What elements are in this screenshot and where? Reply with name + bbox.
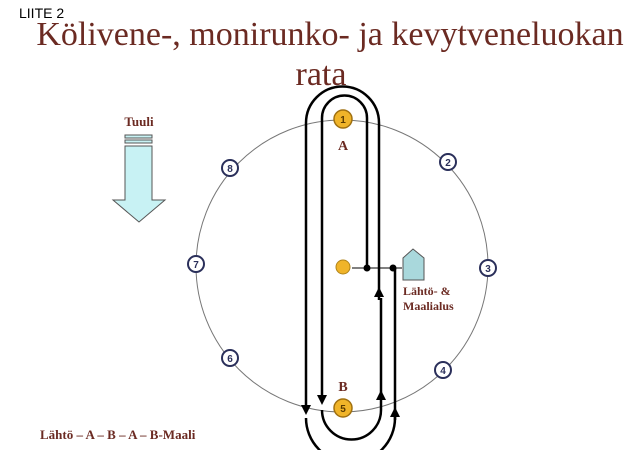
svg-text:7: 7 xyxy=(193,260,199,271)
committee-boat-label: Lähtö- & xyxy=(403,284,451,298)
mark-3: 3 xyxy=(479,259,497,277)
mark-label-a: A xyxy=(338,139,349,154)
mark-8: 8 xyxy=(221,159,239,177)
mark-4: 4 xyxy=(434,361,452,379)
mark-5: 5 xyxy=(333,398,353,418)
svg-text:6: 6 xyxy=(227,354,233,365)
committee-boat-label-2: Maalialus xyxy=(403,299,454,313)
svg-text:2: 2 xyxy=(445,158,451,169)
wind-direction-arrow-icon xyxy=(111,134,167,223)
junction-dot xyxy=(389,264,397,272)
mark-label-b: B xyxy=(338,380,347,395)
svg-text:8: 8 xyxy=(227,164,233,175)
committee-boat-icon xyxy=(402,248,425,281)
junction-dot xyxy=(363,264,371,272)
svg-text:5: 5 xyxy=(340,404,346,415)
page-title: Kölivene-, monirunko- ja kevytveneluokan xyxy=(36,16,624,53)
mark-6: 6 xyxy=(221,349,239,367)
course-path xyxy=(301,85,402,450)
wind-label: Tuuli xyxy=(124,114,154,129)
svg-text:1: 1 xyxy=(340,115,346,126)
svg-text:4: 4 xyxy=(440,366,446,377)
start-pin-mark xyxy=(335,259,351,275)
mark-7: 7 xyxy=(187,255,205,273)
course-sequence: Lähtö – A – B – A – B-Maali xyxy=(40,427,196,442)
mark-1: 1 xyxy=(333,109,353,129)
svg-text:3: 3 xyxy=(485,264,491,275)
annex-label: LIITE 2 xyxy=(19,5,65,21)
mark-2: 2 xyxy=(439,153,457,171)
